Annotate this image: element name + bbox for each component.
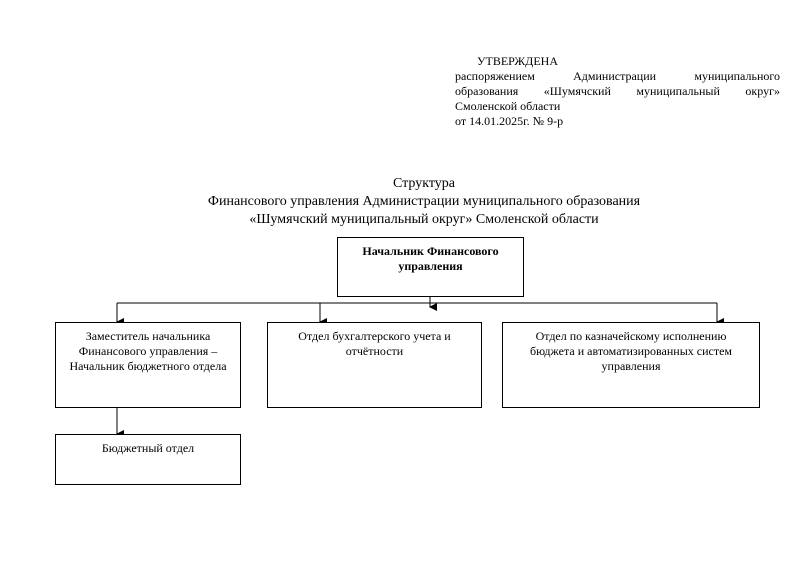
box-accounting-department: Отдел бухгалтерского учета и отчётности xyxy=(267,322,482,408)
box-head-of-department: Начальник Финансового управления xyxy=(337,237,524,297)
approval-line-1: распоряжением Администрации муниципально… xyxy=(455,69,780,83)
approval-line-3: Смоленской области xyxy=(455,99,561,113)
title-line-3: «Шумячский муниципальный округ» Смоленск… xyxy=(249,212,599,227)
approval-line-2: образования «Шумячский муниципальный окр… xyxy=(455,84,780,98)
approval-line-4: от 14.01.2025г. № 9-р xyxy=(455,114,564,128)
approval-head: УТВЕРЖДЕНА xyxy=(477,54,559,68)
box-deputy-head: Заместитель начальника Финансового управ… xyxy=(55,322,241,408)
title-line-2: Финансового управления Администрации мун… xyxy=(207,194,641,209)
box-treasury-department: Отдел по казначейскому исполнению бюджет… xyxy=(502,322,760,408)
approval-stamp: УТВЕРЖДЕНА распоряжением Администрации м… xyxy=(455,54,780,129)
box-budget-department: Бюджетный отдел xyxy=(55,434,241,485)
document-title: Структура Финансового управления Админис… xyxy=(0,175,800,229)
title-line-1: Структура xyxy=(392,176,456,191)
